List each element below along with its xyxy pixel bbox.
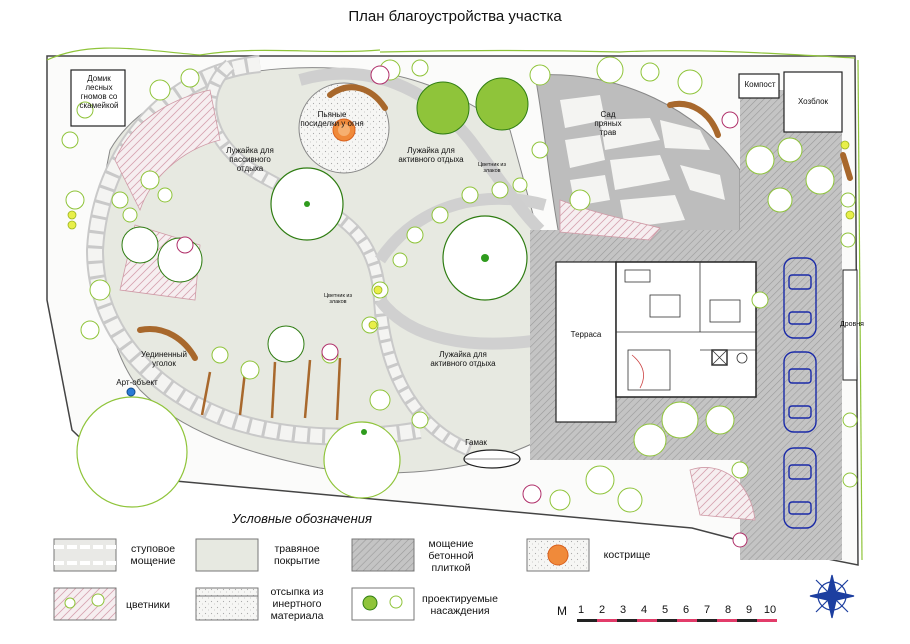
gravel-path-loop — [375, 192, 547, 350]
scale-segment — [717, 619, 737, 622]
label-grasses-top: Цветник из злаков — [478, 162, 506, 174]
yellow-flowers — [67, 140, 855, 330]
label-compost: Компост — [744, 80, 776, 89]
label-secluded-corner: Уединенный уголок — [141, 350, 187, 368]
art-object-marker — [126, 387, 136, 397]
label-terrace: Терраса — [570, 330, 602, 339]
compass-rose-icon — [809, 574, 855, 619]
terrace — [555, 261, 617, 423]
planned-plantings — [61, 56, 858, 513]
label-lawn-passive: Лужайка для пассивного отдыха — [226, 146, 274, 173]
parked-cars — [783, 257, 817, 529]
scale-segment — [617, 619, 637, 622]
large-trees — [76, 167, 528, 508]
lawn-area — [99, 67, 541, 474]
scale-tick: 3 — [619, 604, 627, 616]
legend-flowers-text: цветники — [126, 599, 170, 611]
legend-swatches — [53, 538, 590, 621]
label-art-object: Арт-объект — [116, 378, 158, 387]
legend-paving-text: мощение бетонной плиткой — [428, 538, 474, 574]
flowering-shrubs — [176, 65, 748, 548]
legend-fire-text: кострище — [603, 549, 651, 561]
green-tree-group — [121, 77, 529, 363]
label-hammock: Гамак — [465, 438, 487, 447]
pergolas — [137, 84, 853, 361]
scale-tick: 1 — [577, 604, 585, 616]
label-firewood: Дровня — [840, 321, 864, 328]
scale-tick: 8 — [724, 604, 732, 616]
label-firepit-party: Пьяные посиделки у огня — [300, 110, 364, 128]
scale-segment — [677, 619, 697, 622]
label-gnome-house: Домик лесных гномов со скамейкой — [79, 74, 119, 110]
label-spice-garden: Сад пряных трав — [594, 110, 622, 137]
scale-tick: 6 — [682, 604, 690, 616]
shed — [783, 71, 843, 133]
legend-plants-text: проектируемые насаждения — [422, 593, 498, 617]
scale-segment — [577, 619, 597, 622]
scale-tick: 7 — [703, 604, 711, 616]
scale-segment — [637, 619, 657, 622]
compost-box — [738, 73, 780, 99]
label-shed: Хозблок — [797, 97, 829, 106]
firewood-shed — [842, 269, 858, 381]
scale-segment — [657, 619, 677, 622]
scale-segment — [757, 619, 777, 622]
page-title: План благоустройства участка — [348, 8, 562, 25]
legend-step-text: ступовое мощение — [130, 543, 176, 567]
boundary-plantings — [46, 47, 863, 561]
house-interior — [616, 262, 756, 391]
label-grasses-mid: Цветник из злаков — [324, 293, 352, 305]
legend-gravel-text: отсыпка из инертного материала — [270, 586, 324, 622]
label-lawn-active-top: Лужайка для активного отдыха — [398, 146, 464, 164]
wood-posts — [200, 357, 342, 421]
scale-tick: 9 — [745, 604, 753, 616]
legend-title: Условные обозначения — [232, 511, 372, 526]
legend-grass-text: травяное покрытие — [273, 543, 321, 567]
scale-tick: 4 — [640, 604, 648, 616]
scale-tick: 2 — [598, 604, 606, 616]
scale-unit: М — [557, 604, 567, 618]
scale-tick: 5 — [661, 604, 669, 616]
label-lawn-active-bottom: Лужайка для активного отдыха — [430, 350, 496, 368]
scale-segment — [697, 619, 717, 622]
scale-segment — [597, 619, 617, 622]
scale-tick: 10 — [763, 604, 777, 616]
house — [615, 261, 757, 398]
scale-segment — [737, 619, 757, 622]
